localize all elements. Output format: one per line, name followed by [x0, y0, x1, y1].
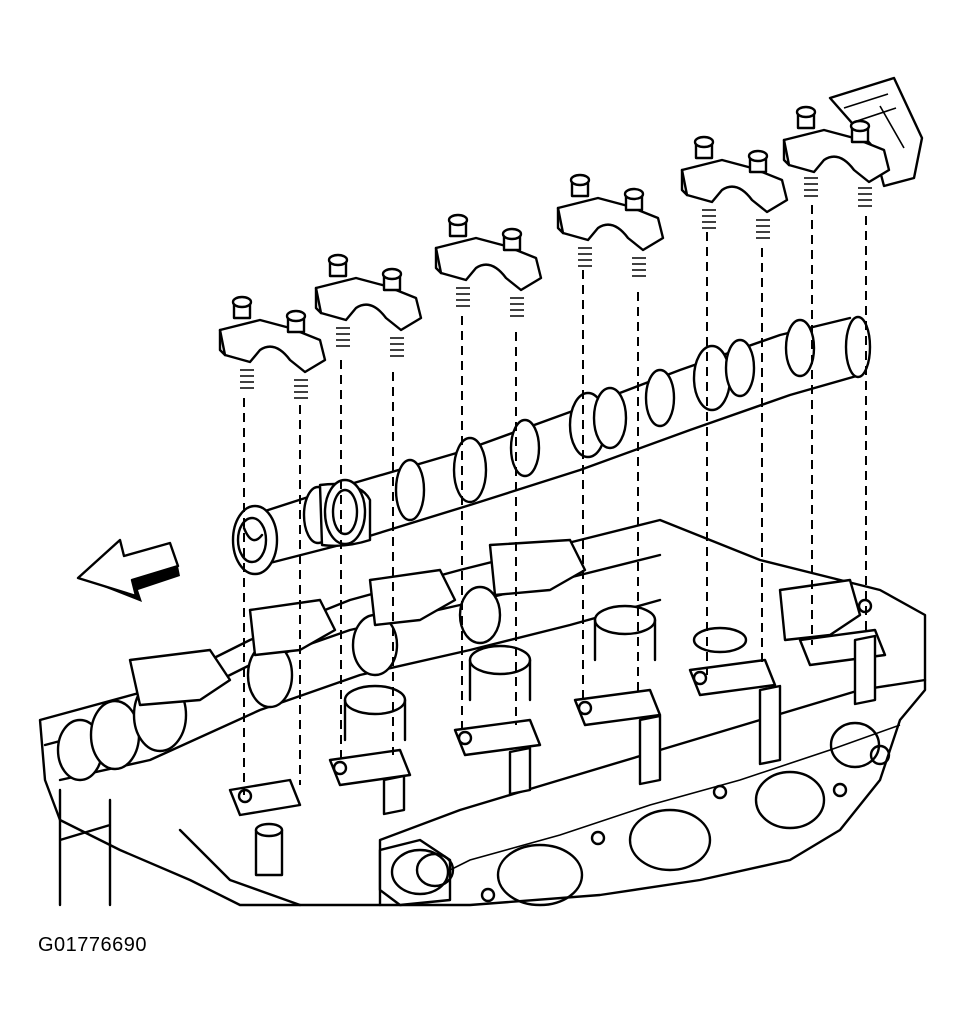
front-direction-arrow-icon: [76, 538, 180, 602]
bearing-cap-5: [680, 135, 789, 239]
bearing-cap-6-thrust: [782, 76, 924, 207]
cylinder-head: [38, 518, 927, 907]
bearing-cap-2: [314, 253, 423, 357]
alignment-lines: [243, 205, 867, 795]
figure-id-label: G01776690: [38, 934, 148, 956]
bearing-cap-4: [556, 173, 665, 277]
bearing-cap-3: [434, 213, 543, 317]
camshaft: [231, 315, 872, 576]
bearing-cap-1: [218, 295, 327, 399]
